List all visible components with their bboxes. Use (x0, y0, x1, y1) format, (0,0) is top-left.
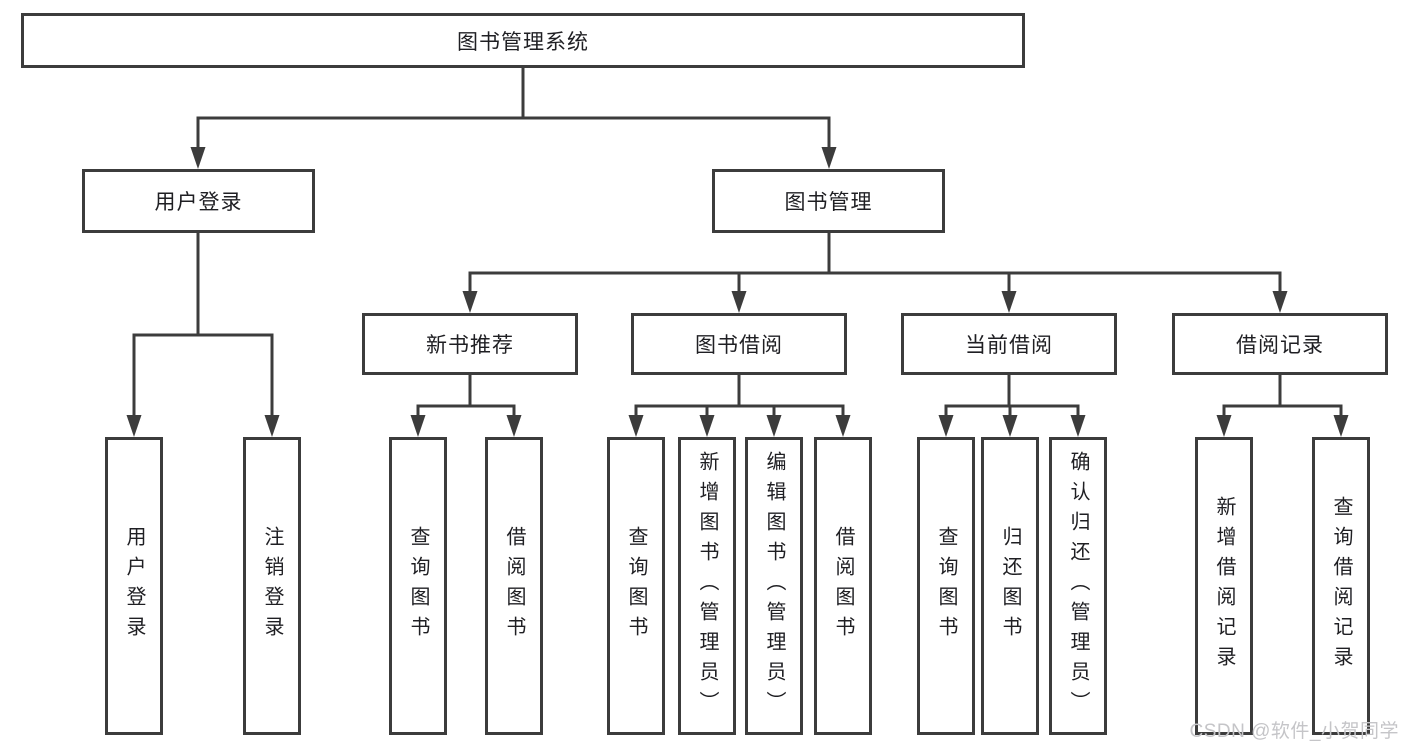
group-node-label: 当前借阅 (965, 334, 1053, 357)
leaf-node-borrow-book-1: 借阅图书 (485, 437, 543, 735)
leaf-node-edit-book-admin: 编辑图书（管理员） (745, 437, 803, 735)
leaf-node-query-borrow-record: 查询借阅记录 (1312, 437, 1370, 735)
group-node-book-borrow: 图书借阅 (631, 313, 847, 375)
leaf-node-confirm-return-admin: 确认归还（管理员） (1049, 437, 1107, 735)
group-node-borrow-record: 借阅记录 (1172, 313, 1388, 375)
leaf-label: 注销登录 (261, 526, 283, 646)
branch-node-label: 图书管理 (784, 191, 873, 214)
group-node-label: 借阅记录 (1236, 334, 1324, 357)
group-node-new-book-recommend: 新书推荐 (362, 313, 578, 375)
leaf-node-borrow-book-2: 借阅图书 (814, 437, 872, 735)
leaf-label: 查询图书 (935, 526, 957, 646)
leaf-label: 归还图书 (999, 526, 1021, 646)
leaf-node-user-login: 用户登录 (105, 437, 163, 735)
connector-borrow-record-to-leaves (1216, 373, 1349, 437)
leaf-label: 确认归还（管理员） (1067, 451, 1089, 721)
branch-node-label: 用户登录 (154, 191, 243, 214)
branch-node-user-login: 用户登录 (82, 169, 315, 233)
leaf-label: 用户登录 (123, 526, 145, 646)
connector-new-book-recommend-to-leaves (410, 373, 522, 437)
leaf-node-query-book-3: 查询图书 (917, 437, 975, 735)
connector-user-login-to-leaves (126, 231, 280, 437)
leaf-label: 借阅图书 (503, 526, 525, 646)
connector-book-borrow-to-leaves (628, 373, 851, 437)
connector-root-to-branches (190, 66, 837, 169)
leaf-label: 借阅图书 (832, 526, 854, 646)
csdn-watermark: CSDN @软件_小贺同学 (1189, 721, 1399, 742)
group-node-label: 图书借阅 (695, 334, 783, 357)
branch-node-book-management: 图书管理 (712, 169, 945, 233)
leaf-node-query-book-2: 查询图书 (607, 437, 665, 735)
leaf-node-logout: 注销登录 (243, 437, 301, 735)
group-node-current-borrow: 当前借阅 (901, 313, 1117, 375)
root-node-library-system: 图书管理系统 (21, 13, 1025, 68)
leaf-label: 新增借阅记录 (1213, 496, 1235, 676)
leaf-label: 查询借阅记录 (1330, 496, 1352, 676)
group-node-label: 新书推荐 (426, 334, 514, 357)
leaf-node-return-book: 归还图书 (981, 437, 1039, 735)
connector-book-management-to-groups (462, 231, 1288, 313)
leaf-node-query-book-1: 查询图书 (389, 437, 447, 735)
leaf-label: 查询图书 (407, 526, 429, 646)
leaf-label: 查询图书 (625, 526, 647, 646)
leaf-node-add-book-admin: 新增图书（管理员） (678, 437, 736, 735)
leaf-node-add-borrow-record: 新增借阅记录 (1195, 437, 1253, 735)
leaf-label: 新增图书（管理员） (696, 451, 718, 721)
root-node-label: 图书管理系统 (457, 30, 589, 54)
leaf-label: 编辑图书（管理员） (763, 451, 785, 721)
connector-current-borrow-to-leaves (938, 373, 1086, 437)
